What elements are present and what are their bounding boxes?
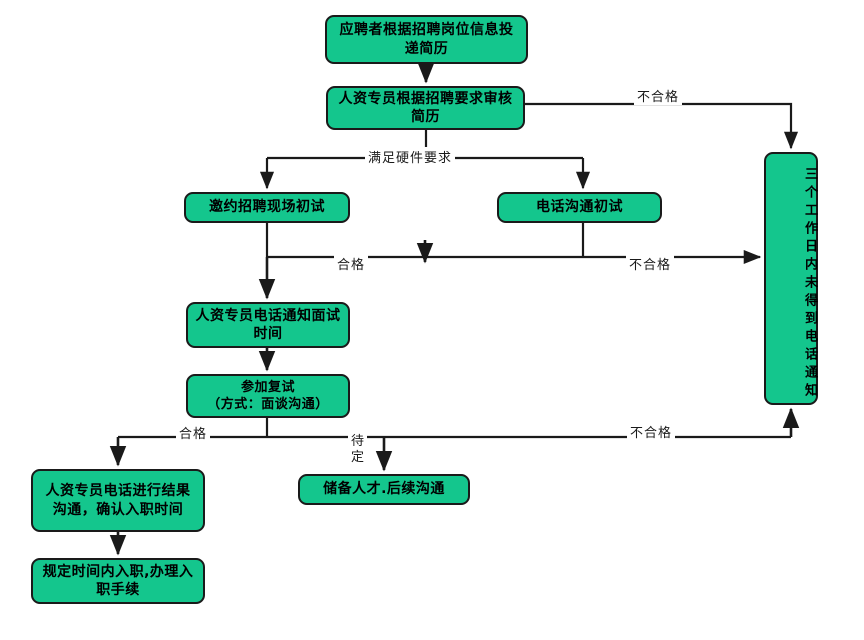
node-onboarding[interactable]: 规定时间内入职,办理入职手续 — [31, 558, 205, 604]
edge-label-fail-first: 不合格 — [626, 254, 675, 273]
edge-label-fail-second: 不合格 — [627, 422, 676, 441]
node-label: 参加复试 （方式：面谈沟通） — [207, 379, 329, 412]
node-label: 人资专员根据招聘要求审核简历 — [338, 90, 513, 125]
node-label: 三个工作日内未得到电话通知 — [802, 166, 817, 401]
node-label: 人资专员电话进行结果沟通，确认入职时间 — [45, 483, 191, 518]
node-onsite-first-interview[interactable]: 邀约招聘现场初试 — [184, 192, 350, 223]
edge-label-reject-resume: 不合格 — [634, 86, 683, 105]
node-hr-result-call[interactable]: 人资专员电话进行结果沟通，确认入职时间 — [31, 469, 205, 532]
node-no-call-in-three-days[interactable]: 三个工作日内未得到电话通知 — [764, 152, 818, 405]
node-label: 规定时间内入职,办理入职手续 — [42, 563, 194, 598]
node-phone-first-interview[interactable]: 电话沟通初试 — [497, 192, 662, 223]
node-label: 电话沟通初试 — [536, 199, 623, 216]
node-label: 应聘者根据招聘岗位信息投递简历 — [339, 22, 514, 57]
node-second-interview[interactable]: 参加复试 （方式：面谈沟通） — [186, 374, 350, 418]
edge-label-pass-first: 合格 — [334, 254, 369, 273]
node-label: 人资专员电话通知面试时间 — [195, 307, 341, 342]
edge-label-pending: 待 定 — [348, 434, 368, 467]
node-apply-resume[interactable]: 应聘者根据招聘岗位信息投递简历 — [325, 15, 528, 64]
edge-label-meets-requirements: 满足硬件要求 — [365, 147, 456, 166]
node-hr-notify-interview-time[interactable]: 人资专员电话通知面试时间 — [186, 302, 350, 348]
node-label: 邀约招聘现场初试 — [209, 199, 325, 216]
node-talent-pool[interactable]: 储备人才.后续沟通 — [298, 474, 470, 505]
node-label: 储备人才.后续沟通 — [323, 481, 445, 498]
edge-label-pass-second: 合格 — [176, 423, 211, 442]
edge-n2-reject — [525, 102, 799, 150]
node-hr-review-resume[interactable]: 人资专员根据招聘要求审核简历 — [326, 86, 525, 130]
